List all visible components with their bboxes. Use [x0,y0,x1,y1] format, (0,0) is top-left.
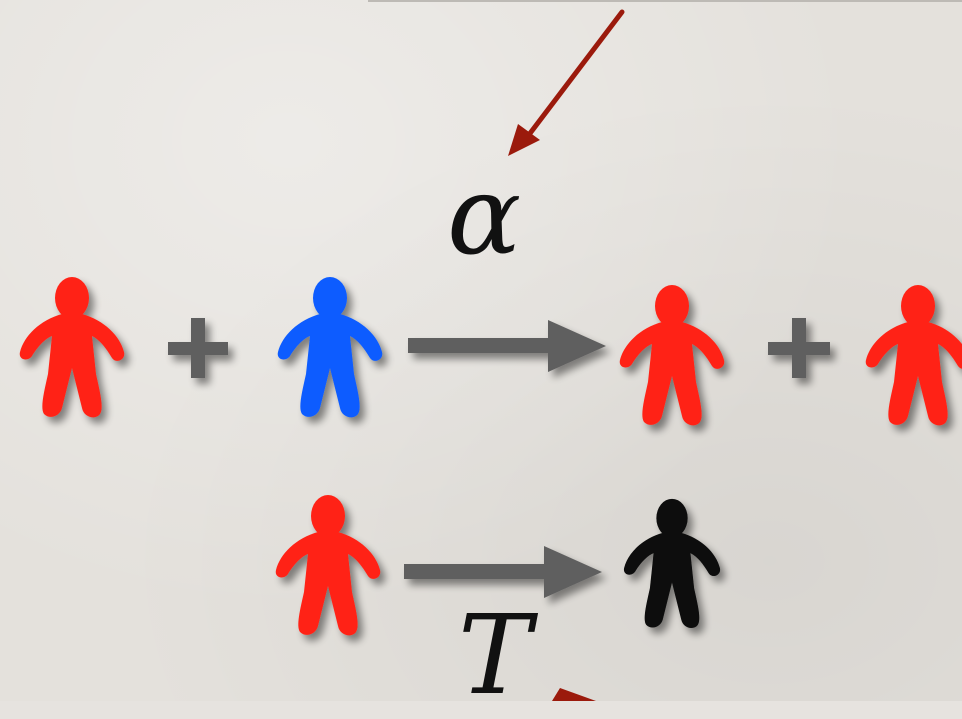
infection-rate-label: α [447,151,522,279]
pointer-arrow-alpha-icon [508,9,625,156]
reaction-diagram [19,9,962,701]
recovery-time-label: T [458,591,532,719]
person-infected-icon [275,495,381,636]
arrow-right-icon [408,320,606,372]
plus-icon [768,318,830,378]
plus-icon [168,318,228,378]
person-infected-icon [865,285,962,426]
person-removed-icon [623,498,721,628]
top-divider [368,0,962,2]
pointer-arrow-t-icon [552,688,596,701]
arrow-right-icon [404,546,602,598]
person-infected-icon [619,285,725,426]
person-infected-icon [19,277,125,418]
person-susceptible-icon [277,277,383,418]
